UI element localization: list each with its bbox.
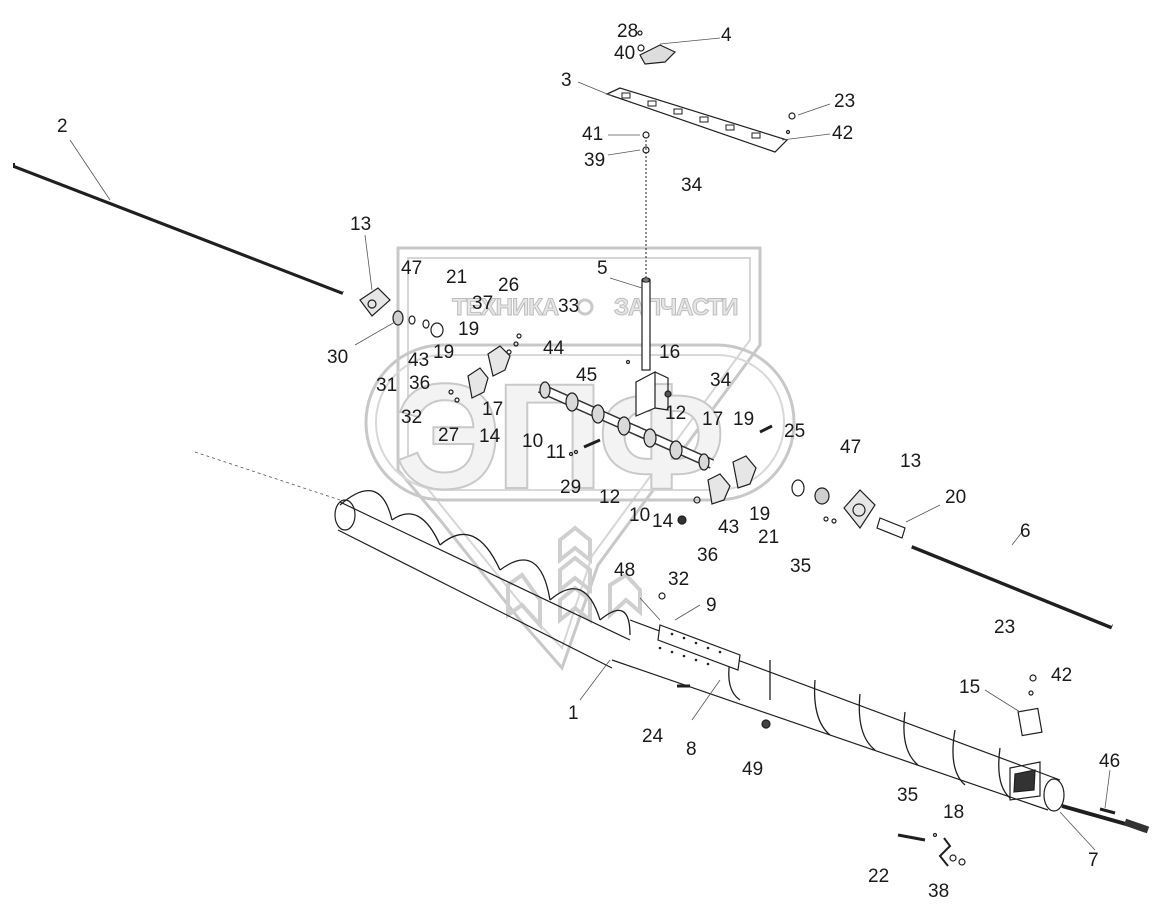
callout-43: 43 (408, 350, 430, 371)
callout-14: 14 (479, 426, 501, 447)
callout-45: 45 (576, 365, 598, 386)
cover-plate-3 (605, 87, 789, 153)
callout-19: 19 (433, 342, 455, 363)
callout-32: 32 (401, 407, 423, 428)
callout-42: 42 (1051, 665, 1073, 686)
shaft-2 (13, 163, 344, 295)
callout-6: 6 (1020, 521, 1031, 542)
callout-41: 41 (582, 124, 604, 145)
callout-25: 25 (784, 421, 806, 442)
shaft-6 (911, 543, 1113, 630)
callout-47: 47 (401, 258, 423, 279)
pipe-5 (641, 131, 651, 371)
drive-shaft-7 (1061, 804, 1150, 834)
callout-27: 27 (438, 425, 460, 446)
callout-36: 36 (697, 545, 719, 566)
callout-34: 34 (710, 370, 732, 391)
callout-32: 32 (668, 569, 690, 590)
callout-36: 36 (409, 373, 431, 394)
callout-4: 4 (721, 25, 732, 46)
callout-19: 19 (749, 504, 771, 525)
bolt-29 (568, 438, 601, 457)
callout-35: 35 (790, 556, 812, 577)
watermark-gear-icon (576, 298, 594, 316)
callout-23: 23 (834, 91, 856, 112)
callout-34: 34 (681, 175, 703, 196)
bottom-fasteners (897, 832, 966, 867)
callout-49: 49 (742, 759, 764, 780)
callout-47: 47 (840, 437, 862, 458)
callout-40: 40 (614, 43, 636, 64)
callout-46: 46 (1099, 751, 1121, 772)
callout-38: 38 (928, 881, 950, 902)
callout-44: 44 (543, 338, 565, 359)
callout-22: 22 (868, 866, 890, 887)
watermark-logo-letters: ЭПФ (394, 351, 727, 521)
callout-2: 2 (57, 116, 68, 137)
brackets-17-right (707, 455, 757, 505)
bearing-housing-13-left (359, 287, 391, 317)
plate-15 (1017, 707, 1043, 737)
callout-43: 43 (718, 517, 740, 538)
callout-16: 16 (659, 342, 681, 363)
callout-18: 18 (943, 802, 965, 823)
callout-10: 10 (629, 505, 651, 526)
callout-26: 26 (498, 275, 520, 296)
bearings-left (392, 310, 444, 338)
callout-12: 12 (665, 403, 687, 424)
callout-19: 19 (458, 319, 480, 340)
bracket-4 (637, 30, 677, 65)
bearings-right (791, 479, 837, 524)
callout-37: 37 (472, 293, 494, 314)
callout-42: 42 (832, 123, 854, 144)
bracket-16 (635, 371, 669, 417)
callout-21: 21 (446, 267, 468, 288)
callout-13: 13 (900, 451, 922, 472)
callout-21: 21 (758, 527, 780, 548)
callout-35: 35 (897, 785, 919, 806)
callout-8: 8 (686, 739, 697, 760)
brackets-17-left (467, 345, 511, 399)
watermark-shield (396, 246, 762, 671)
callout-29: 29 (560, 477, 582, 498)
callout-17: 17 (702, 409, 724, 430)
auger-1 (334, 489, 1065, 812)
callout-31: 31 (376, 375, 398, 396)
callout-15: 15 (959, 677, 981, 698)
callout-13: 13 (350, 214, 372, 235)
watermark-brand-left: ТЕХНИКА (451, 294, 559, 322)
callout-14: 14 (652, 511, 674, 532)
callout-48: 48 (614, 560, 636, 581)
small-fasteners (448, 112, 1037, 729)
callout-10: 10 (522, 431, 544, 452)
callout-28: 28 (617, 21, 639, 42)
callout-5: 5 (597, 258, 608, 279)
callout-33: 33 (558, 296, 580, 317)
callout-9: 9 (706, 595, 717, 616)
callout-3: 3 (561, 70, 572, 91)
callout-20: 20 (945, 487, 967, 508)
callout-7: 7 (1088, 850, 1099, 871)
callout-12: 12 (599, 487, 621, 508)
bearing-housing-13-right (843, 489, 876, 530)
callout-23: 23 (994, 617, 1016, 638)
callout-39: 39 (584, 150, 606, 171)
leader-lines (69, 37, 1111, 851)
callout-17: 17 (482, 399, 504, 420)
callout-19: 19 (733, 409, 755, 430)
callout-1: 1 (568, 703, 579, 724)
watermark-banner (364, 343, 796, 502)
bushing-20 (876, 517, 906, 539)
callout-30: 30 (327, 347, 349, 368)
camshaft (537, 381, 715, 471)
callout-24: 24 (642, 726, 664, 747)
watermark-brand-right: ЗАПЧАСТИ (614, 294, 740, 322)
callout-11: 11 (546, 442, 566, 463)
